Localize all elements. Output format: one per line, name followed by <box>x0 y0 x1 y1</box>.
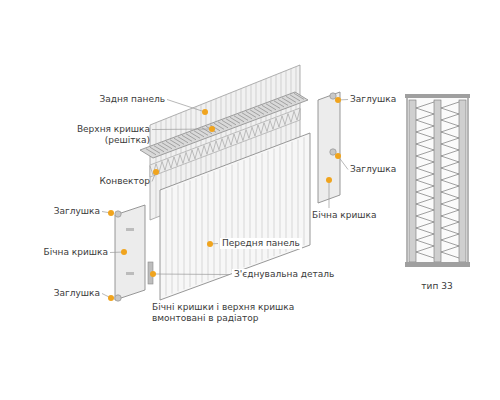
part-label: Заглушка <box>350 94 396 105</box>
part-label: З'єднувальна деталь <box>232 269 336 280</box>
part-label: Конвектор <box>99 176 150 187</box>
callout-dot <box>108 295 114 301</box>
callout-dot <box>202 109 208 115</box>
callout-dot <box>150 271 156 277</box>
callout-dot <box>209 126 215 132</box>
grille-slot <box>294 93 304 99</box>
front-rib <box>184 183 185 289</box>
front-rib <box>226 167 227 274</box>
front-rib <box>214 171 215 278</box>
leader-line <box>153 274 230 276</box>
front-rib <box>232 165 233 272</box>
callout-dot <box>153 169 159 175</box>
part-label: Задня панель <box>99 94 165 105</box>
front-rib <box>238 162 239 269</box>
front-rib <box>220 169 221 276</box>
section-convector <box>416 102 434 258</box>
leader-line <box>167 100 205 113</box>
part-label: Бічна кришка <box>44 247 108 258</box>
part-label: Заглушка <box>350 164 396 175</box>
front-rib <box>208 174 209 281</box>
leader-line <box>329 180 330 208</box>
part-label: Бічна кришка <box>312 210 376 221</box>
front-rib <box>196 178 197 284</box>
front-rib <box>292 142 293 250</box>
callout-dot <box>207 241 213 247</box>
part-label: Бічні кришки і верхня кришка вмонтовані … <box>150 302 322 324</box>
callout-dot <box>335 153 341 159</box>
front-rib <box>244 160 245 267</box>
section-caption: тип 33 <box>421 281 452 292</box>
part-label: Заглушка <box>54 288 100 299</box>
callout-dot <box>335 97 341 103</box>
section-convector <box>441 102 459 258</box>
front-rib <box>298 140 299 248</box>
callout-dot <box>326 177 332 183</box>
front-rib <box>166 190 167 296</box>
front-rib <box>304 137 305 245</box>
front-rib <box>286 144 287 252</box>
callout-dot <box>121 249 127 255</box>
type-33-section <box>405 94 470 267</box>
leader-line <box>152 129 212 131</box>
front-rib <box>190 181 191 287</box>
callout-dot <box>108 210 114 216</box>
part-label: Заглушка <box>54 206 100 217</box>
part-label: Верхня кришка (решітка) <box>60 124 150 146</box>
front-rib <box>178 185 179 291</box>
part-label: Передня панель <box>220 238 302 249</box>
left-side-cover <box>115 205 145 301</box>
front-rib <box>202 176 203 283</box>
front-rib <box>172 187 173 293</box>
